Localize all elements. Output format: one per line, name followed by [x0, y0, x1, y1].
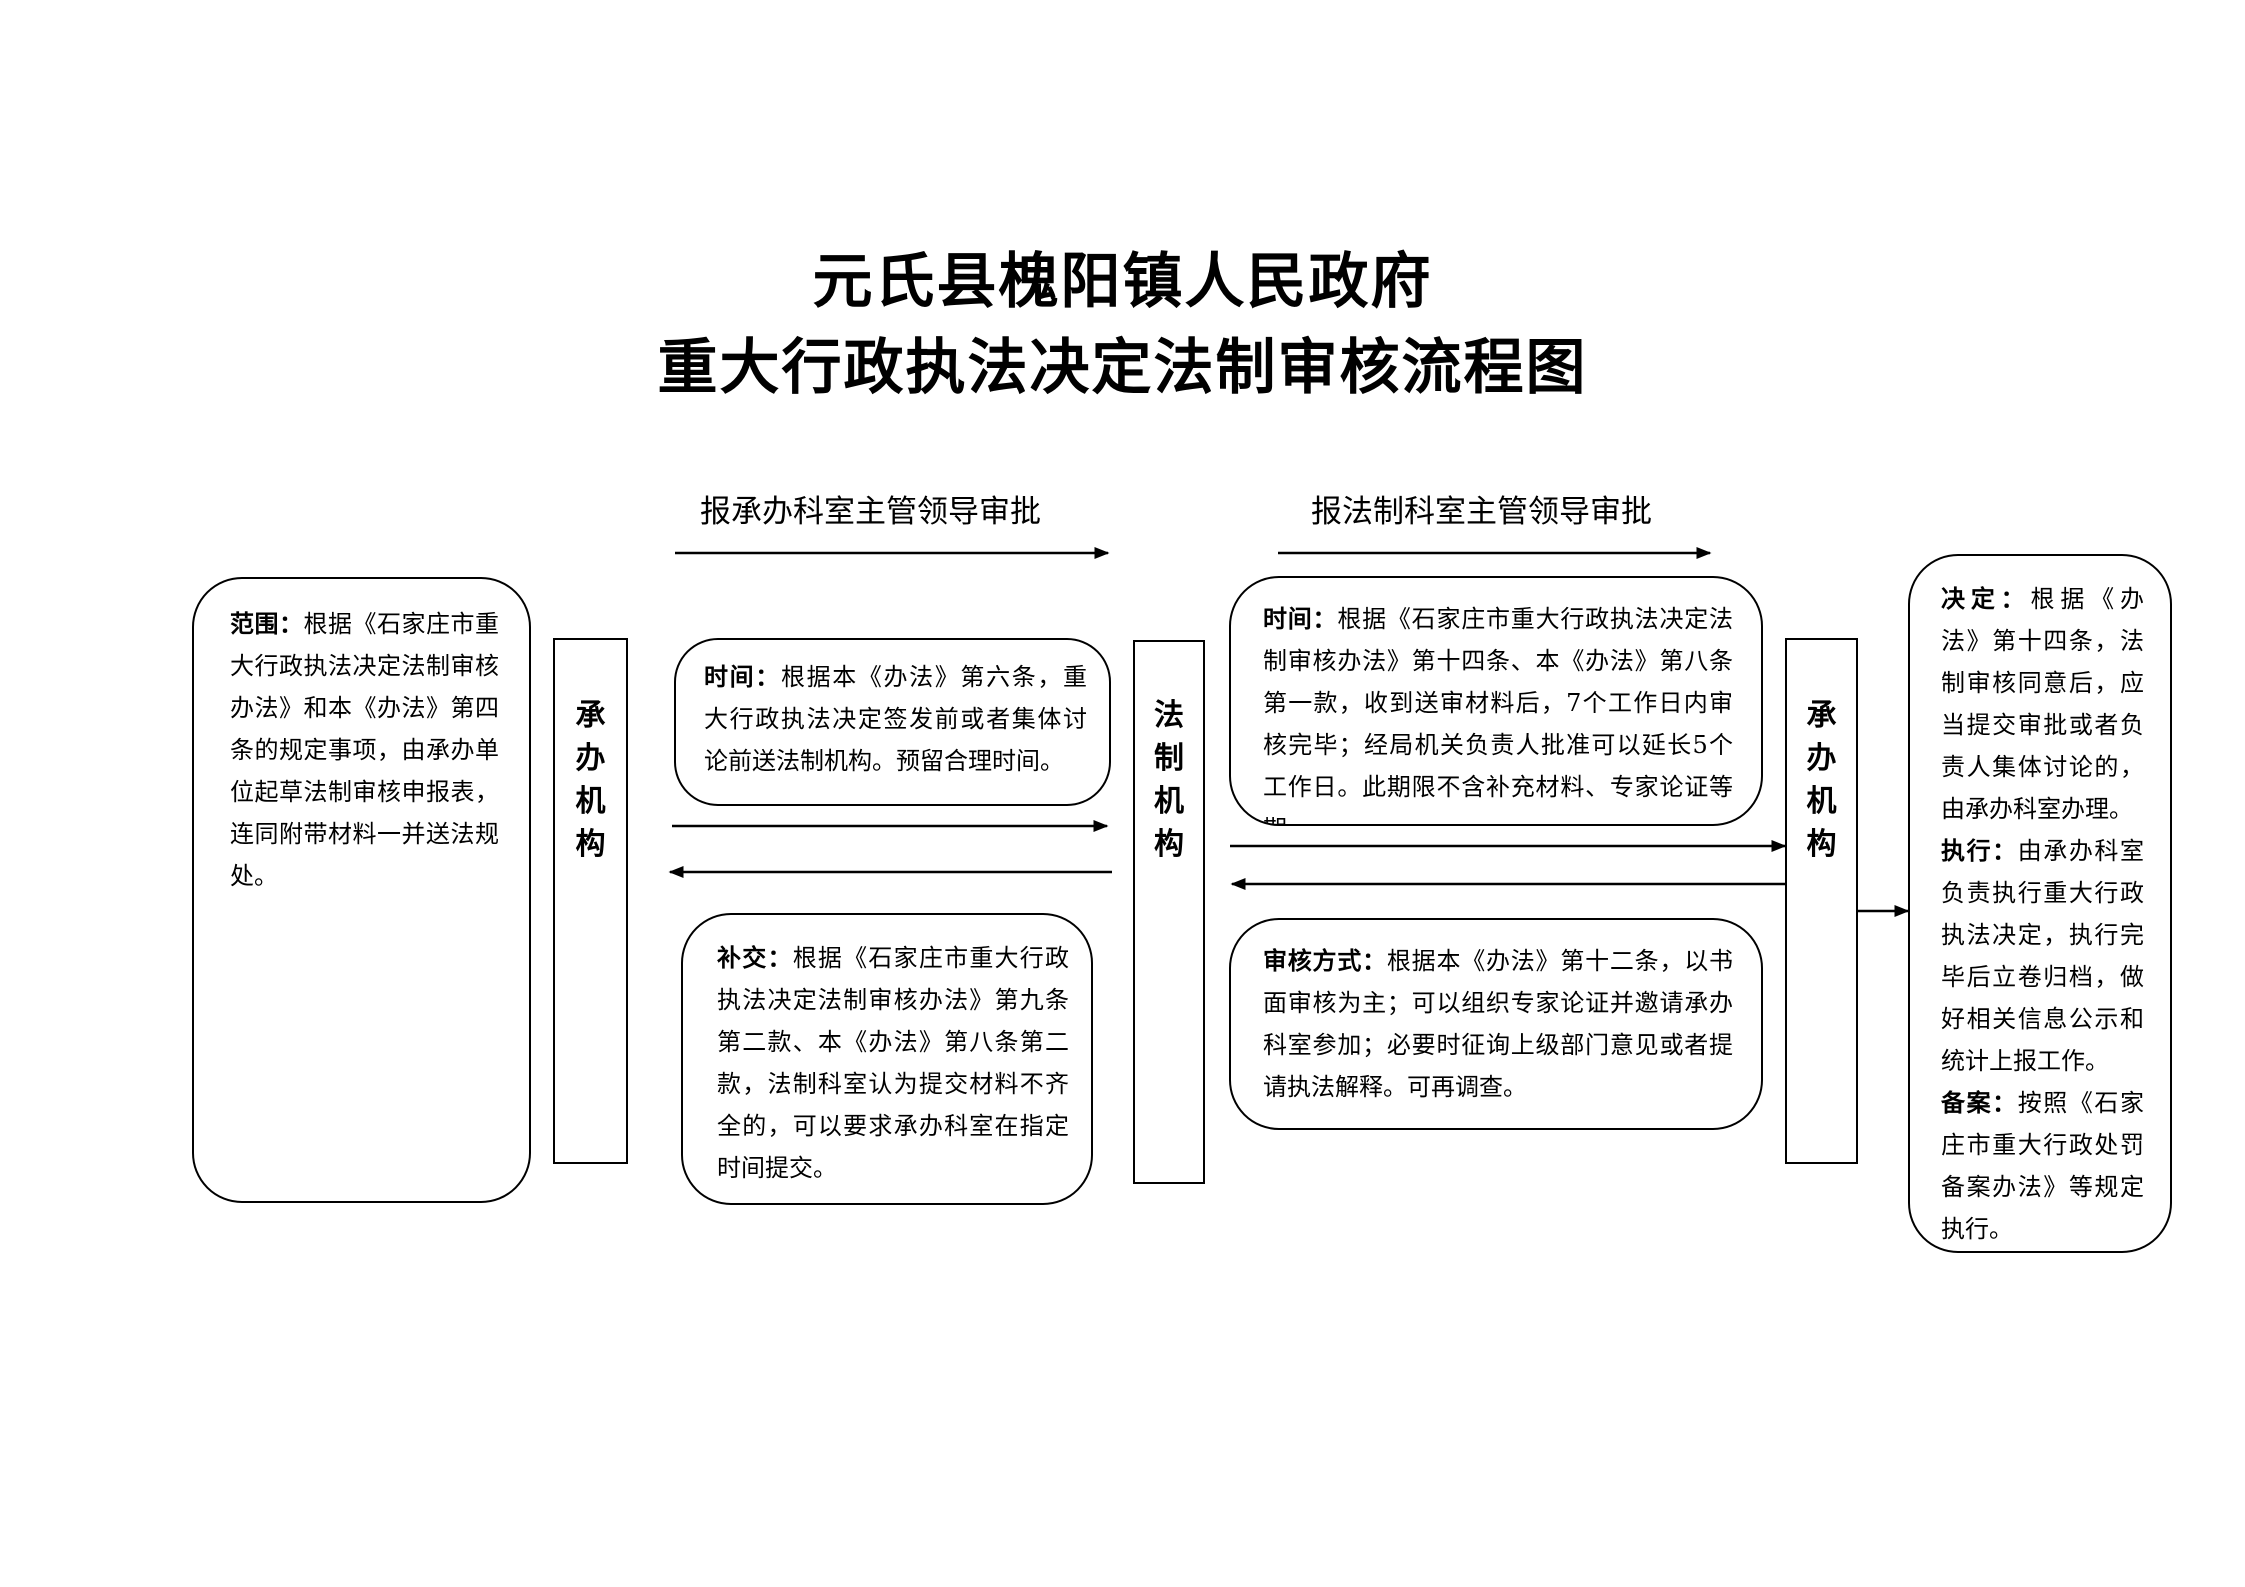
node-legal-label: 法制机构 [1154, 698, 1184, 862]
flow-label-undertaking-approval: 报承办科室主管领导审批 [700, 494, 1041, 530]
filing-text: 按照《石家庄市重大行政处罚备案办法》等规定执行。 [1941, 1089, 2145, 1243]
execution-key: 执行： [1941, 836, 2018, 865]
supplement-text: 根据《石家庄市重大行政执法决定法制审核办法》第九条第二款、本《办法》第八条第二款… [717, 944, 1070, 1182]
title-line-1: 元氏县槐阳镇人民政府 [812, 247, 1433, 317]
node-undertaking-1-label: 承办机构 [575, 698, 606, 862]
scope-text: 根据《石家庄市重大行政执法决定法制审核办法》和本《办法》第四条的规定事项，由承办… [230, 610, 499, 890]
decision-text: 根据《办法》第十四条，法制审核同意后，应当提交审批或者负责人集体讨论的，由承办科… [1941, 585, 2144, 823]
review-method-key: 审核方式： [1263, 946, 1387, 975]
node-undertaking-1: 承办机构 [553, 638, 628, 1164]
supplement-box: 补交：根据《石家庄市重大行政执法决定法制审核办法》第九条第二款、本《办法》第八条… [681, 913, 1093, 1205]
decision-key: 决定： [1941, 584, 2031, 613]
scope-box: 范围：根据《石家庄市重大行政执法决定法制审核办法》和本《办法》第四条的规定事项，… [192, 577, 531, 1203]
review-method-box: 审核方式：根据本《办法》第十二条，以书面审核为主；可以组织专家论证并邀请承办科室… [1229, 918, 1763, 1130]
node-undertaking-2: 承办机构 [1785, 638, 1858, 1164]
flow-label-legal-approval: 报法制科室主管领导审批 [1311, 494, 1652, 530]
node-undertaking-2-label: 承办机构 [1806, 698, 1837, 862]
supplement-key: 补交： [717, 943, 793, 972]
filing-key: 备案： [1941, 1088, 2018, 1117]
time-box-2: 时间：根据《石家庄市重大行政执法决定法制审核办法》第十四条、本《办法》第八条第一… [1229, 576, 1763, 826]
time-1-key: 时间： [704, 662, 781, 691]
scope-key: 范围： [230, 609, 304, 638]
review-method-text: 根据本《办法》第十二条，以书面审核为主；可以组织专家论证并邀请承办科室参加；必要… [1263, 947, 1734, 1101]
time-box-1: 时间：根据本《办法》第六条，重大行政执法决定签发前或者集体讨论前送法制机构。预留… [674, 638, 1111, 806]
time-2-text: 根据《石家庄市重大行政执法决定法制审核办法》第十四条、本《办法》第八条第一款，收… [1263, 605, 1734, 824]
execution-text: 由承办科室负责执行重大行政执法决定，执行完毕后立卷归档，做好相关信息公示和统计上… [1941, 837, 2145, 1075]
time-2-key: 时间： [1263, 604, 1338, 633]
node-legal: 法制机构 [1133, 640, 1205, 1184]
title-line-2: 重大行政执法决定法制审核流程图 [657, 333, 1588, 403]
final-box: 决定：根据《办法》第十四条，法制审核同意后，应当提交审批或者负责人集体讨论的，由… [1908, 554, 2172, 1253]
time-1-text: 根据本《办法》第六条，重大行政执法决定签发前或者集体讨论前送法制机构。预留合理时… [704, 663, 1088, 775]
